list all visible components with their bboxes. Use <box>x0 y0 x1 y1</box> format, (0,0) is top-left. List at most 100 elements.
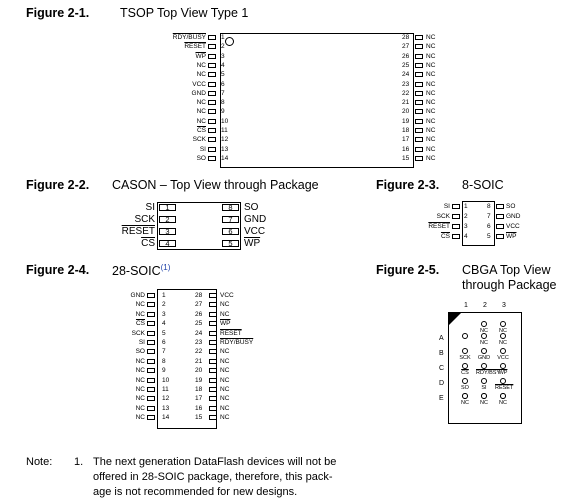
tsop-pin-label: NC <box>426 108 436 116</box>
soic28-pin-label: NC <box>135 310 145 318</box>
cbga-ball-label: SI <box>481 385 487 391</box>
tsop-pin-number: 22 <box>402 89 410 97</box>
soic8-pin-label: SI <box>443 203 450 210</box>
tsop-pin-number: 15 <box>402 154 410 162</box>
soic28-pin <box>147 415 155 421</box>
note-text: The next generation DataFlash devices wi… <box>93 455 363 500</box>
tsop-pin-number: 19 <box>402 117 410 125</box>
tsop-pin-label: NC <box>426 61 436 69</box>
tsop-pin <box>208 44 216 50</box>
soic28-pin-label: CS <box>135 320 145 328</box>
tsop-pin <box>208 81 216 87</box>
soic28-pin <box>209 349 217 355</box>
tsop-pin-label: NC <box>426 52 436 60</box>
cason-pin-label: RESET <box>121 226 155 237</box>
cbga-ball <box>500 321 506 327</box>
soic28-pin-label: NC <box>220 395 230 403</box>
tsop-pin-number: 5 <box>221 71 225 79</box>
soic28-pin-label: NC <box>220 404 230 412</box>
cbga-ball <box>481 321 487 327</box>
tsop-pin <box>208 100 216 106</box>
soic28-pin-number: 22 <box>195 348 203 356</box>
cason-pin-number: 6 <box>228 227 233 236</box>
tsop-pin-label: NC <box>196 71 206 79</box>
tsop-pin-label: NC <box>426 43 436 51</box>
fig2-number: Figure 2-2. <box>26 178 90 192</box>
tsop-pin <box>415 128 423 133</box>
tsop-pin-label: NC <box>196 99 206 107</box>
cbga-col-label: 1 <box>464 302 468 309</box>
tsop-pin <box>415 44 423 50</box>
note-line-3: age is not recommended for new designs. <box>93 486 298 498</box>
cbga-ball-label: NC <box>499 328 507 334</box>
soic28-pin-label: NC <box>220 367 230 375</box>
cbga-ball <box>462 378 468 384</box>
soic28-pin-label: NC <box>135 357 145 365</box>
soic28-pin <box>147 302 155 308</box>
cbga-ball-label: SO <box>461 385 469 391</box>
soic28-pin <box>209 415 217 421</box>
tsop-pin-number: 14 <box>221 154 229 162</box>
cason-pin-number: 8 <box>228 203 233 212</box>
tsop-pin <box>208 109 216 115</box>
tsop-pin-number: 2 <box>221 43 225 51</box>
soic28-pin <box>209 405 217 411</box>
soic8-pin <box>452 204 460 209</box>
soic28-pin <box>209 377 217 383</box>
soic8-pin-label: VCC <box>506 223 520 230</box>
tsop-pin-label: WP <box>195 52 206 60</box>
tsop-pin <box>208 35 216 40</box>
tsop-pin-label: SO <box>196 154 206 162</box>
cbga-ball <box>500 333 506 339</box>
soic8-pin <box>496 204 504 209</box>
fig4-number: Figure 2-4. <box>26 263 90 277</box>
cbga-ball-label: NC <box>480 328 488 334</box>
cason-pin-label: VCC <box>244 226 266 237</box>
tsop-pin-number: 7 <box>221 89 225 97</box>
soic28-pin-number: 17 <box>195 395 203 403</box>
soic8-pin-label: RESET <box>428 223 450 230</box>
cason-pin <box>159 204 176 211</box>
soic28-pin <box>209 330 217 336</box>
soic28-pin-label: NC <box>135 386 145 393</box>
tsop-body <box>220 33 414 168</box>
soic28-pin-number: 23 <box>195 339 203 346</box>
cason-pin <box>222 228 239 235</box>
cbga-ball-label: VCC <box>497 355 509 361</box>
tsop-pin-label: NC <box>426 71 436 79</box>
tsop-pin-label: NC <box>196 117 206 125</box>
cason-pin <box>159 240 176 247</box>
cason-pin <box>159 228 176 235</box>
soic28-pin <box>147 387 155 392</box>
cason-pin-label: WP <box>244 238 261 249</box>
tsop-pin-number: 8 <box>221 99 225 107</box>
tsop-pin <box>415 109 423 115</box>
cason-pin <box>159 216 176 223</box>
tsop-pin-label: RESET <box>184 43 206 51</box>
soic8-pin-label: CS <box>440 233 450 240</box>
soic28-pin <box>147 396 155 402</box>
fig1-number: Figure 2-1. <box>26 6 90 20</box>
tsop-pin-number: 25 <box>402 61 410 69</box>
pin1-marker <box>225 37 234 46</box>
cbga-ball <box>481 348 487 354</box>
tsop-pin-number: 3 <box>221 52 225 60</box>
soic28-pin-label: NC <box>135 376 145 384</box>
cbga-ball <box>462 363 468 369</box>
cason-pin-number: 5 <box>228 239 233 248</box>
soic8-pin-label: SCK <box>436 213 450 220</box>
note-line-1: The next generation DataFlash devices wi… <box>93 456 337 468</box>
soic28-pin-label: SO <box>135 348 145 356</box>
soic28-pin-label: SCK <box>131 329 145 337</box>
cbga-ball-label: SCK <box>459 355 471 361</box>
soic8-pin-number: 4 <box>464 233 468 240</box>
fig4-footnote-ref[interactable]: (1) <box>160 263 171 272</box>
fig3-caption: Figure 2-3. 8-SOIC <box>376 178 536 192</box>
note-number: 1. <box>74 456 84 468</box>
soic28-pin <box>209 311 217 317</box>
tsop-pin <box>415 137 423 143</box>
soic28-pin <box>147 321 155 327</box>
tsop-pin <box>415 62 423 68</box>
soic8-pin-number: 3 <box>464 223 468 230</box>
soic28-pin-label: NC <box>220 348 230 356</box>
